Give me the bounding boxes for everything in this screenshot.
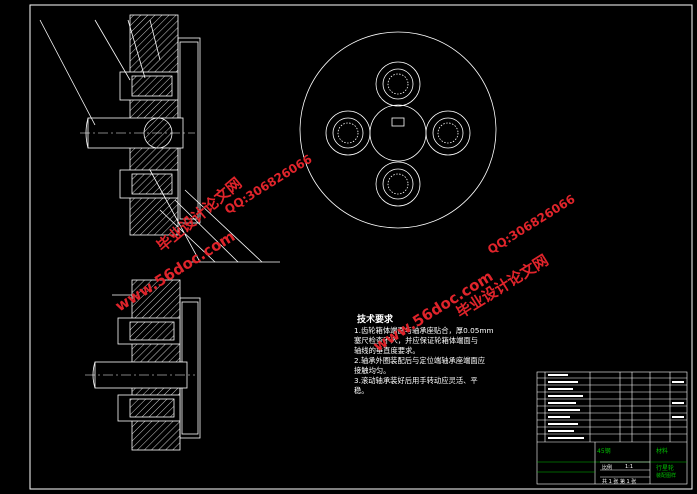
drawing-name-1: 行星轮 — [656, 465, 675, 472]
title-block-cell-text — [548, 374, 684, 439]
technical-note-line-1: 1.齿轮箱体端面与轴承座贴合，厚0.05mm — [354, 326, 494, 335]
planet-bearing-bottom — [375, 161, 421, 207]
planet-bearing-right — [425, 110, 471, 156]
technical-note-line-2: 塞尺检查不入，并应保证轮箱体端面与 — [354, 336, 479, 345]
upper-section-view — [39, 14, 280, 263]
planetary-top-view — [299, 31, 497, 229]
technical-note-line-5: 接触均匀。 — [354, 366, 391, 375]
sun-gear — [369, 104, 427, 162]
carrier-disk — [299, 31, 497, 229]
sheet-info: 共 1 张 第 1 张 — [602, 479, 637, 485]
drawing-name-2: 装配图样 — [656, 473, 677, 479]
technical-note-line-4: 2.轴承外圈装配后与定位端轴承座端面应 — [354, 356, 486, 365]
drawing-border — [29, 4, 693, 490]
technical-note-line-6: 3.滚动轴承装好后用手转动应灵活、平 — [354, 376, 478, 385]
scale-value: 1:1 — [625, 464, 634, 470]
lower-section-view — [85, 279, 201, 451]
planet-bearing-left — [325, 110, 371, 156]
planet-bearing-top — [375, 61, 421, 107]
technical-note-line-3: 轴线的垂直度要求。 — [354, 346, 420, 355]
technical-notes-title: 技术要求 — [357, 315, 394, 325]
technical-note-line-7: 稳。 — [354, 386, 369, 395]
material-value: 45钢 — [597, 448, 611, 455]
scale-label: 比例 — [602, 465, 613, 471]
material-label: 材料 — [656, 448, 669, 455]
title-block — [536, 371, 688, 485]
